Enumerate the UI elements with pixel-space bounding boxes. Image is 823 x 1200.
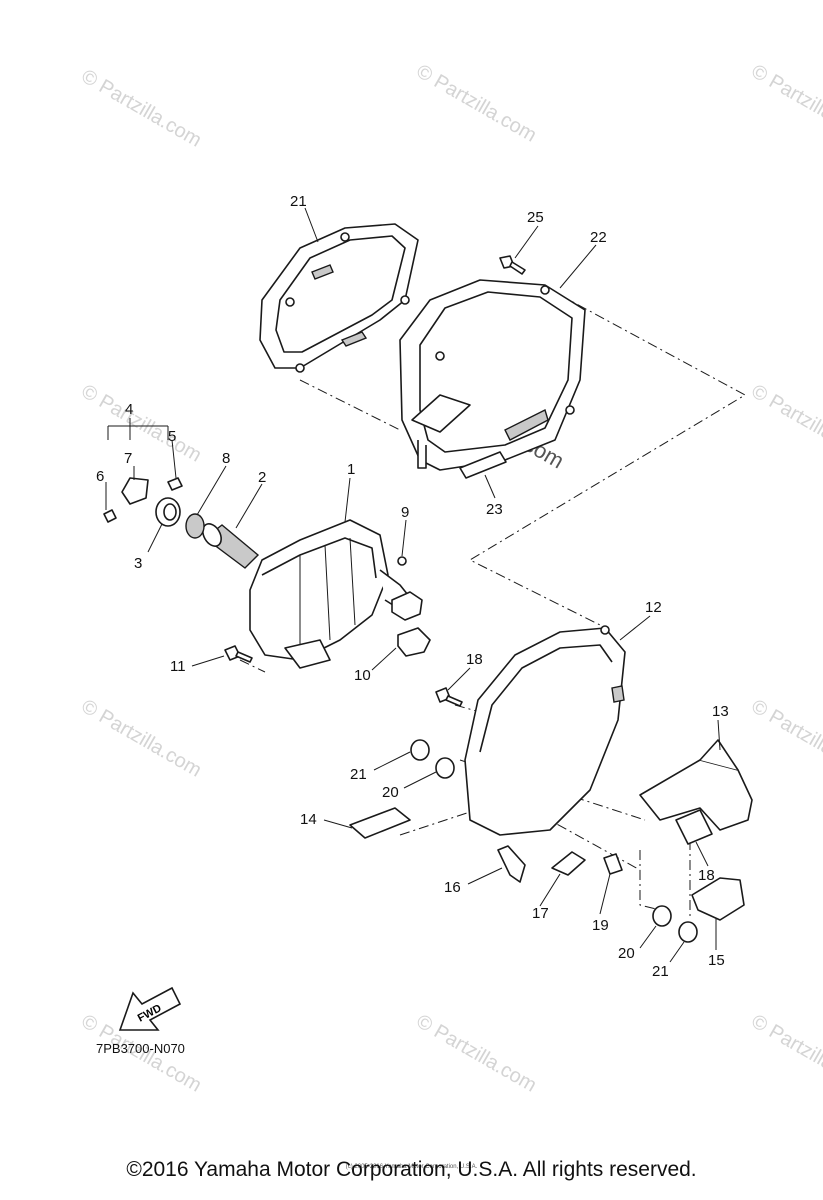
watermark: © Partzilla.com — [748, 60, 823, 146]
callout-21b: 21 — [652, 963, 669, 980]
part-16-bracket — [497, 845, 526, 883]
callout-10: 10 — [354, 667, 371, 684]
watermark: © Partzilla.com — [78, 380, 206, 466]
callout-22: 22 — [590, 229, 607, 246]
watermark: © Partzilla.com — [78, 695, 206, 781]
part-21-collar — [410, 739, 430, 761]
callout-2: 2 — [258, 469, 266, 486]
part-20-grommet — [652, 905, 672, 927]
part-20-grommet — [435, 757, 455, 779]
part-19-bolt — [435, 687, 463, 707]
part-24-case-cover — [259, 223, 419, 373]
tiny-copyright: (c) 2005-2016 Yamaha Motor Corporation, … — [345, 1164, 478, 1170]
callout-9: 9 — [401, 504, 409, 521]
part-25-bolt — [499, 255, 526, 275]
callout-1: 1 — [347, 461, 355, 478]
callout-16: 16 — [444, 879, 461, 896]
fwd-arrow-icon: FWD — [118, 986, 182, 1031]
callout-20: 20 — [382, 784, 399, 801]
part-9-nut — [397, 556, 407, 566]
callout-8: 8 — [222, 450, 230, 467]
watermark: © Partzilla.com — [78, 65, 206, 151]
watermark: © Partzilla.com — [413, 1010, 541, 1096]
part-12-protector — [464, 625, 626, 836]
callout-4: 4 — [125, 401, 133, 418]
callout-20b: 20 — [618, 945, 635, 962]
watermark: © Partzilla.com — [748, 695, 823, 781]
part-3-grommet — [155, 497, 181, 527]
callout-3: 3 — [134, 555, 142, 572]
part-18-clip — [675, 809, 713, 845]
callout-25: 25 — [527, 209, 544, 226]
callout-6: 6 — [96, 468, 104, 485]
callout-19b: 19 — [592, 917, 609, 934]
part-2-duct — [202, 523, 260, 569]
part-17-bracket — [551, 851, 586, 876]
leader-lines — [105, 207, 721, 963]
part-22-case — [399, 279, 586, 471]
part-14-pad — [349, 807, 411, 839]
part-13-bracket — [639, 739, 753, 831]
callout-17: 17 — [532, 905, 549, 922]
callout-7: 7 — [124, 450, 132, 467]
watermark: © Partzilla.com — [413, 60, 541, 146]
callout-23: 23 — [486, 501, 503, 518]
diagram-code: 7PB3700-N070 — [96, 1041, 185, 1056]
callout-5: 5 — [168, 428, 176, 445]
watermark: © Partzilla.com — [748, 1010, 823, 1096]
part-8-screen — [185, 513, 205, 539]
part-10-gasket — [391, 591, 431, 657]
watermark-layer: © Partzilla.com © Partzilla.com © Partzi… — [78, 60, 823, 1096]
watermark: © Partzilla.com — [748, 380, 823, 466]
callout-13: 13 — [712, 703, 729, 720]
callout-14: 14 — [300, 811, 317, 828]
callout-12: 12 — [645, 599, 662, 616]
part-4-clamp-assembly — [103, 477, 183, 523]
callout-11: 11 — [170, 658, 186, 675]
callout-18: 18 — [698, 867, 715, 884]
part-23-seal — [459, 451, 507, 479]
part-11-bolt — [224, 645, 253, 663]
callout-24: 21 — [290, 193, 307, 210]
part-21-collar — [678, 921, 698, 943]
callout-15: 15 — [708, 952, 725, 969]
part-1-silencer — [249, 519, 413, 669]
callout-19: 18 — [466, 651, 483, 668]
callout-21: 21 — [350, 766, 367, 783]
assembly-lines — [239, 294, 747, 920]
copyright-notice: ©2016 Yamaha Motor Corporation, U.S.A. A… — [126, 1158, 697, 1181]
callout-layer: 21 25 22 23 4 5 7 6 8 2 1 3 9 10 11 12 1… — [96, 193, 729, 980]
part-19-bolt — [603, 853, 623, 875]
part-15-clip — [691, 877, 745, 921]
